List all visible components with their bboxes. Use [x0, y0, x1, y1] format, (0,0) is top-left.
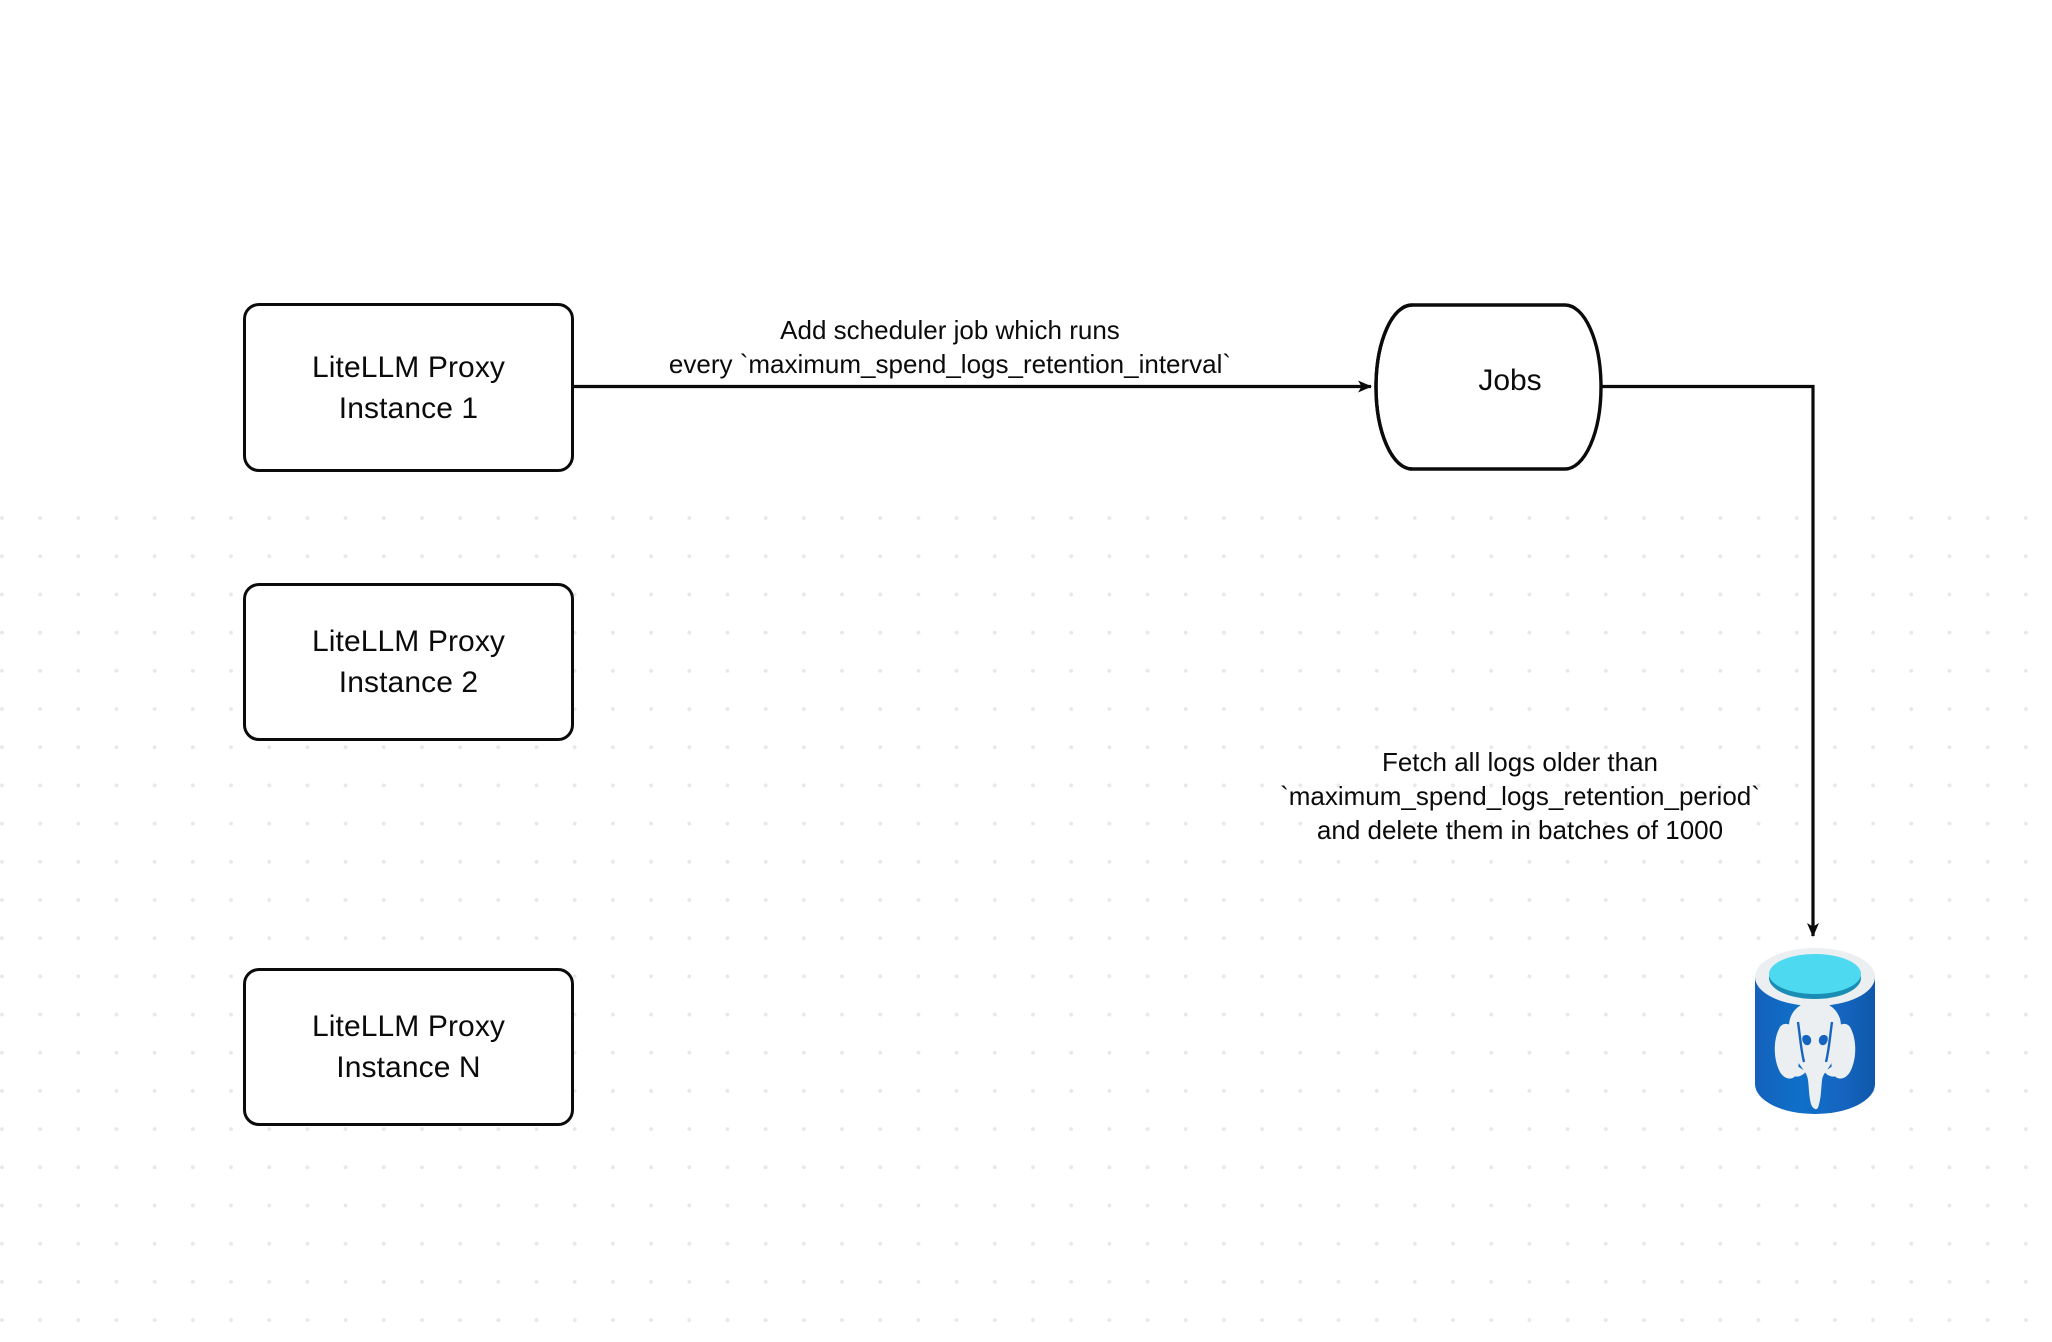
proxy-1-label-line1: LiteLLM Proxy	[311, 350, 506, 384]
proxy-2-label-line1: LiteLLM Proxy	[311, 625, 506, 658]
postgres-elephant-eyes	[1802, 1035, 1828, 1046]
edge-label-scheduler: Add scheduler job which runs every `maxi…	[600, 313, 1300, 381]
edge-label-fetch-delete: Fetch all logs older than `maximum_spend…	[1230, 745, 1810, 847]
proxy-1-label-line2: Instance 1	[338, 391, 479, 425]
node-jobs-label[interactable]: Jobs	[1478, 364, 1542, 397]
edge-fetch-delete-connector	[1601, 384, 1819, 937]
proxy-3-label-line1: LiteLLM Proxy	[311, 1010, 506, 1043]
proxy-2-label-line2: Instance 2	[338, 666, 479, 699]
node-litellm-proxy-instance-n[interactable]: LiteLLM Proxy Instance N	[243, 968, 574, 1126]
node-litellm-proxy-instance-1[interactable]: LiteLLM Proxy Instance 1	[243, 303, 574, 472]
jobs-cylinder-shape	[1374, 303, 1603, 471]
postgres-elephant-outlines	[1796, 1021, 1834, 1063]
node-litellm-proxy-instance-2[interactable]: LiteLLM Proxy Instance 2	[243, 583, 574, 741]
edge-label-fetch-line3: and delete them in batches of 1000	[1316, 815, 1724, 845]
edge-label-fetch-line2: `maximum_spend_logs_retention_period`	[1280, 781, 1760, 811]
postgresql-database-icon	[1755, 948, 1875, 1114]
proxy-3-label-line2: Instance N	[336, 1051, 481, 1084]
postgres-elephant-glyph	[1774, 1001, 1856, 1110]
edge-label-scheduler-line2: every `maximum_spend_logs_retention_inte…	[668, 349, 1232, 379]
edge-label-scheduler-line1: Add scheduler job which runs	[780, 315, 1120, 345]
edge-label-fetch-line1: Fetch all logs older than	[1381, 747, 1659, 777]
